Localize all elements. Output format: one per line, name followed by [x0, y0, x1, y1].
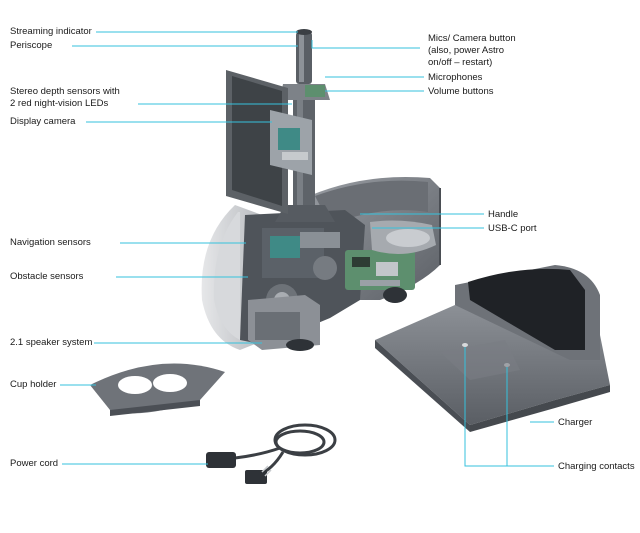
power-cord [206, 423, 337, 484]
display [226, 70, 312, 214]
label-speaker-system: 2.1 speaker system [10, 337, 93, 348]
label-power-cord: Power cord [10, 458, 59, 469]
label-obstacle-sensors: Obstacle sensors [10, 271, 84, 282]
leader-lines [60, 31, 554, 467]
label-mics-camera-button-line1: Mics/ Camera button [428, 33, 516, 44]
label-cup-holder: Cup holder [10, 379, 57, 390]
label-charging-contacts: Charging contacts [558, 461, 635, 472]
robot-body [201, 176, 441, 351]
label-streaming-indicator: Streaming indicator [10, 26, 92, 37]
label-handle: Handle [488, 209, 519, 220]
label-microphones: Microphones [428, 72, 483, 83]
label-stereo-depth-line1: Stereo depth sensors with [10, 86, 120, 97]
label-stereo-depth-line2: 2 red night-vision LEDs [10, 98, 109, 109]
label-usbc-port: USB-C port [488, 223, 537, 234]
label-display-camera: Display camera [10, 116, 76, 127]
label-volume-buttons: Volume buttons [428, 86, 494, 97]
label-mics-camera-button-line3: on/off – restart) [428, 57, 493, 68]
label-mics-camera-button-line2: (also, power Astro [428, 45, 505, 56]
charger-dock [375, 265, 610, 432]
cup-holder-plate [90, 363, 225, 416]
label-periscope: Periscope [10, 40, 53, 51]
label-navigation-sensors: Navigation sensors [10, 237, 91, 248]
label-charger: Charger [558, 417, 593, 428]
